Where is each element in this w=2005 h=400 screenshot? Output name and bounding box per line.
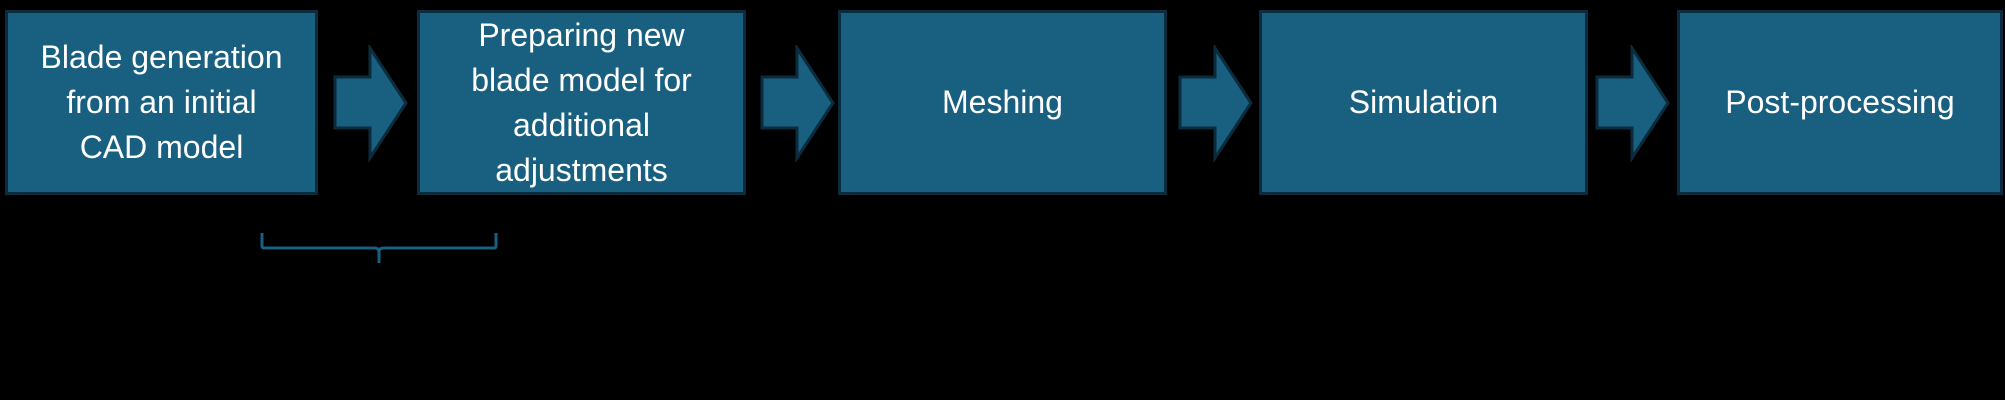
right-arrow-icon [1595, 45, 1670, 163]
step-box-post-processing: Post-processing [1677, 10, 2003, 195]
step-label: Simulation [1348, 84, 1499, 120]
step-label: Meshing [942, 84, 1063, 120]
step-label: Preparing new blade model for additional… [471, 16, 692, 188]
step-box-preparing-model: Preparing new blade model for additional… [417, 10, 746, 195]
bracket-icon [260, 233, 498, 263]
step-box-meshing: Meshing [838, 10, 1167, 195]
step-box-blade-generation: Blade generation from an initial CAD mod… [5, 10, 318, 195]
step-label: Blade generation from an initial CAD mod… [40, 39, 283, 165]
right-arrow-icon [333, 45, 408, 163]
step-box-simulation: Simulation [1259, 10, 1588, 195]
right-arrow-icon [1178, 45, 1253, 163]
step-label: Post-processing [1725, 84, 1955, 120]
right-arrow-icon [760, 45, 835, 163]
